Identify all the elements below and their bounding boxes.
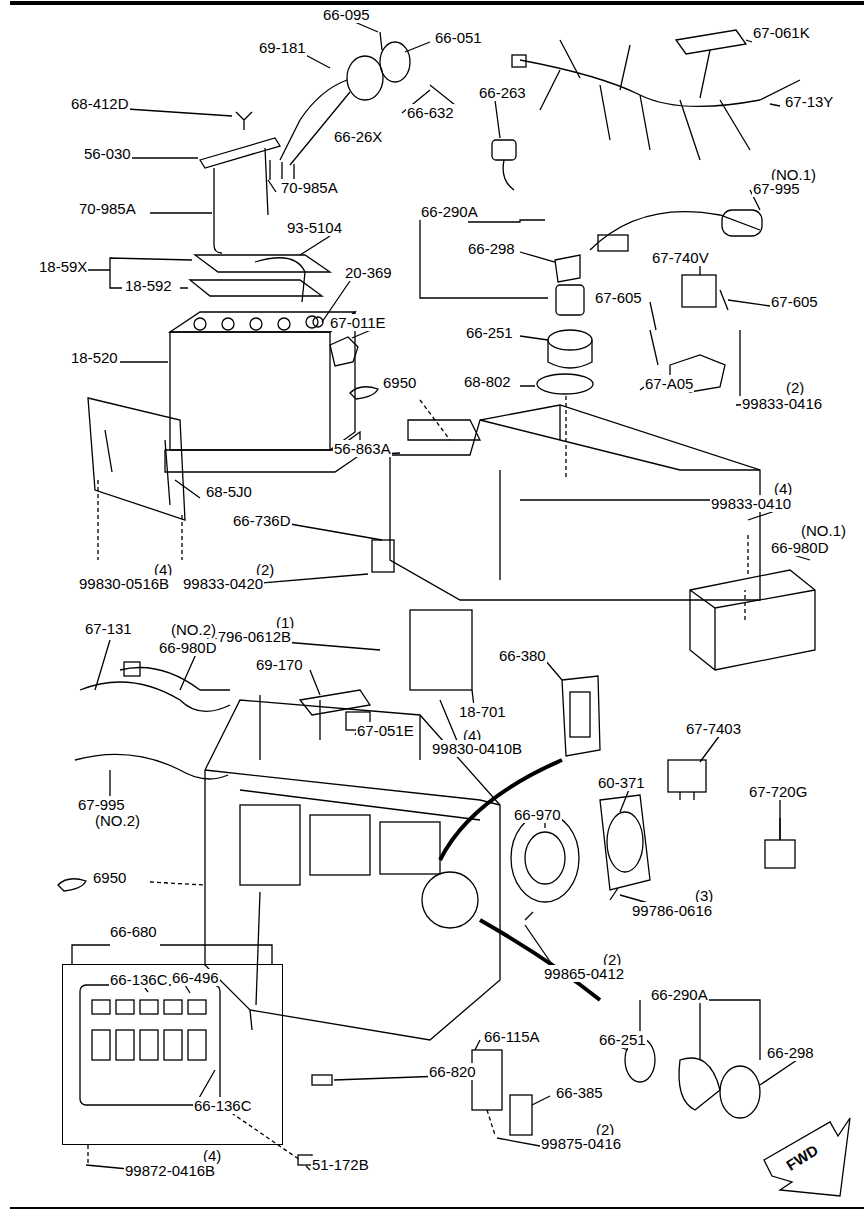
part-number: 99833-0420 [182,575,264,592]
part-number: 99872-0416B [124,1162,216,1179]
part-number: 56-863A [333,440,392,457]
part-number: 20-369 [344,264,393,281]
part-number: 67-995 [77,796,126,813]
reference-number: 6950 [92,869,127,886]
part-number: 18-520 [70,349,119,366]
part-number: 99786-0616 [631,902,713,919]
part-number: 66-380 [498,647,547,664]
part-number: 66-820 [428,1063,477,1080]
part-number: 68-5J0 [205,483,253,500]
part-number: 99865-0412 [543,965,625,982]
part-number: 66-496 [171,969,220,986]
part-number: 69-170 [255,656,304,673]
part-number: 67-13Y [784,93,834,110]
part-number: 99833-0416 [741,395,823,412]
part-number: 67-720G [748,783,808,800]
part-number: 99830-0410B [431,740,523,757]
assembly-number: 66-680 [109,923,158,940]
part-number: 68-802 [463,373,512,390]
part-number: 18-701 [458,703,507,720]
part-number: 66-136C [109,971,169,988]
part-number: 99833-0410 [710,495,792,512]
part-number: 66-251 [598,1031,647,1048]
part-number: 60-371 [597,774,646,791]
part-number: 66-970 [513,806,562,823]
part-number: 67-605 [594,289,643,306]
part-number: 67-995 [752,180,801,197]
part-number: 67-605 [770,293,819,310]
part-number: 67-740V [651,249,710,266]
part-number: 66-26X [333,128,383,145]
reference-number: 6950 [382,374,417,391]
part-number: 70-985A [78,200,137,217]
part-number: 18-59X [38,258,88,275]
quantity-note: (NO.1) [800,522,847,539]
part-number: 66-095 [322,6,371,23]
part-number: 67-061K [752,24,811,41]
part-number: 93-5104 [286,219,343,236]
part-number: 66-736D [232,512,292,529]
part-number: 66-290A [650,986,709,1003]
part-number: 66-263 [478,84,527,101]
quantity-note: (NO.2) [94,812,141,829]
part-number: 99830-0516B [78,575,170,592]
part-number: 18-592 [124,277,173,294]
part-number: 66-115A [483,1028,541,1045]
part-number: 99875-0416 [540,1135,622,1152]
part-number: 66-136C [193,1097,253,1114]
part-number: 56-030 [83,145,132,162]
part-number: 68-412D [70,95,130,112]
part-number: 66-298 [467,240,516,257]
part-number: 70-985A [280,179,339,196]
part-number: 51-172B [311,1156,370,1173]
part-number: 67-131 [84,620,133,637]
part-number: 67-A05 [644,375,694,392]
part-number: 67-011E [329,314,387,331]
quantity-note: (NO.2) [170,621,217,638]
part-number: 69-181 [258,39,307,56]
part-number: 66-290A [420,203,479,220]
assembly-box: 66-68066-136C66-49666-136C [62,964,283,1145]
part-number: 66-632 [406,104,455,121]
part-number: 66-980D [770,539,830,556]
quantity-note: (2) [785,379,805,396]
part-number: 66-051 [434,29,483,46]
part-number: 66-385 [555,1084,604,1101]
part-number: 67-7403 [685,720,742,737]
part-number: 66-298 [766,1044,815,1061]
part-number: 66-251 [465,324,514,341]
part-number: 66-980D [158,639,218,656]
part-number: 67-051E [356,722,415,739]
